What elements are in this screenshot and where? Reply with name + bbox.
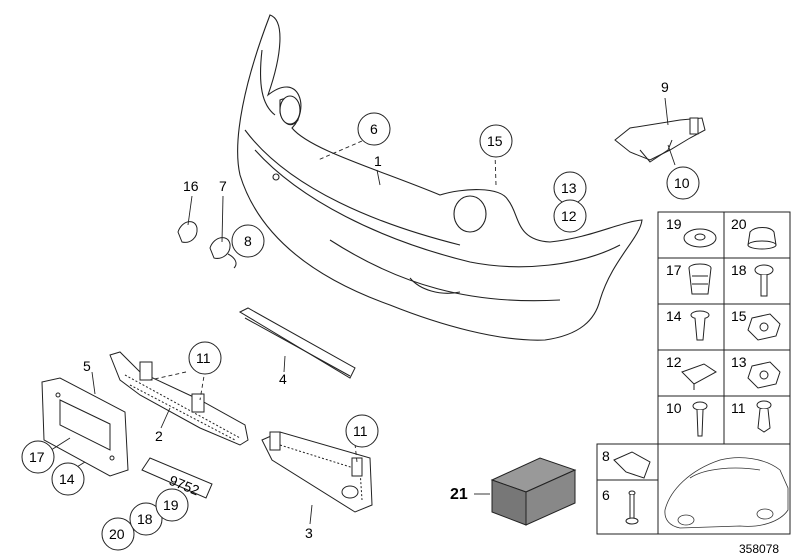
grid-label-6: 6 bbox=[602, 487, 610, 503]
callout-3: 3 bbox=[305, 525, 313, 541]
parts-grid bbox=[596, 211, 791, 535]
bracket-part-9 bbox=[614, 117, 706, 163]
grille-part-2 bbox=[109, 351, 249, 446]
clip-nut-icon bbox=[681, 363, 717, 390]
washer-icon bbox=[683, 228, 717, 248]
callout-15: 15 bbox=[487, 133, 503, 149]
diagram-number: 358078 bbox=[739, 542, 779, 556]
push-rivet-icon bbox=[690, 310, 710, 341]
callout-2: 2 bbox=[155, 428, 163, 444]
callout-6: 6 bbox=[370, 121, 378, 137]
callout-12: 12 bbox=[561, 208, 577, 224]
callout-1: 1 bbox=[374, 153, 382, 169]
grid-label-14: 14 bbox=[666, 308, 682, 324]
grid-label-15: 15 bbox=[731, 308, 747, 324]
lock-nut-icon bbox=[747, 361, 781, 389]
callout-labels: 1 6 15 13 12 9 10 16 7 8 11 4 5 2 11 17 … bbox=[29, 79, 690, 542]
leader-lines bbox=[47, 97, 676, 525]
rivet-icon-11 bbox=[756, 400, 772, 433]
callout-11b: 11 bbox=[353, 423, 368, 439]
callout-7: 7 bbox=[219, 178, 227, 194]
grid-label-19: 19 bbox=[666, 216, 682, 232]
grille-part-3 bbox=[261, 431, 373, 513]
callout-10: 10 bbox=[674, 175, 690, 191]
hex-nut-icon bbox=[747, 313, 781, 341]
callout-8: 8 bbox=[244, 233, 252, 249]
callout-11a: 11 bbox=[196, 350, 211, 366]
rivet-icon-10 bbox=[692, 401, 708, 437]
grid-label-13: 13 bbox=[731, 354, 747, 370]
callout-13: 13 bbox=[561, 180, 577, 196]
bumper-strip-part-4 bbox=[238, 307, 356, 379]
parts-grid-labels: 19 20 17 18 14 15 12 13 10 11 8 6 bbox=[602, 216, 747, 503]
callout-4: 4 bbox=[279, 371, 287, 387]
callout-17: 17 bbox=[29, 449, 45, 465]
callout-9: 9 bbox=[661, 79, 669, 95]
grid-label-17: 17 bbox=[666, 262, 682, 278]
bracket-clip-icon bbox=[613, 451, 651, 479]
callout-14: 14 bbox=[59, 471, 75, 487]
expanding-nut-icon bbox=[688, 263, 712, 295]
grid-label-20: 20 bbox=[731, 216, 747, 232]
grid-label-8: 8 bbox=[602, 448, 610, 464]
pin-icon bbox=[625, 490, 639, 525]
grid-label-12: 12 bbox=[666, 354, 682, 370]
car-silhouette-icon bbox=[664, 457, 789, 529]
tow-hook-cover-7 bbox=[209, 237, 237, 269]
callout-20: 20 bbox=[109, 526, 125, 542]
callout-16: 16 bbox=[183, 178, 199, 194]
grid-label-18: 18 bbox=[731, 262, 747, 278]
screw-icon bbox=[754, 264, 774, 297]
callout-5: 5 bbox=[83, 358, 91, 374]
callout-19: 19 bbox=[163, 497, 179, 513]
front-bumper-part bbox=[237, 14, 643, 341]
callout-21: 21 bbox=[450, 486, 468, 503]
tow-hook-cover-16 bbox=[177, 221, 198, 243]
kit-box-part-21 bbox=[490, 457, 577, 526]
callout-circles bbox=[21, 112, 700, 551]
grid-label-10: 10 bbox=[666, 400, 682, 416]
callout-18: 18 bbox=[137, 511, 153, 527]
cap-icon bbox=[747, 227, 777, 250]
grid-label-11: 11 bbox=[731, 400, 746, 416]
license-plate-base-part-5 bbox=[41, 377, 129, 477]
